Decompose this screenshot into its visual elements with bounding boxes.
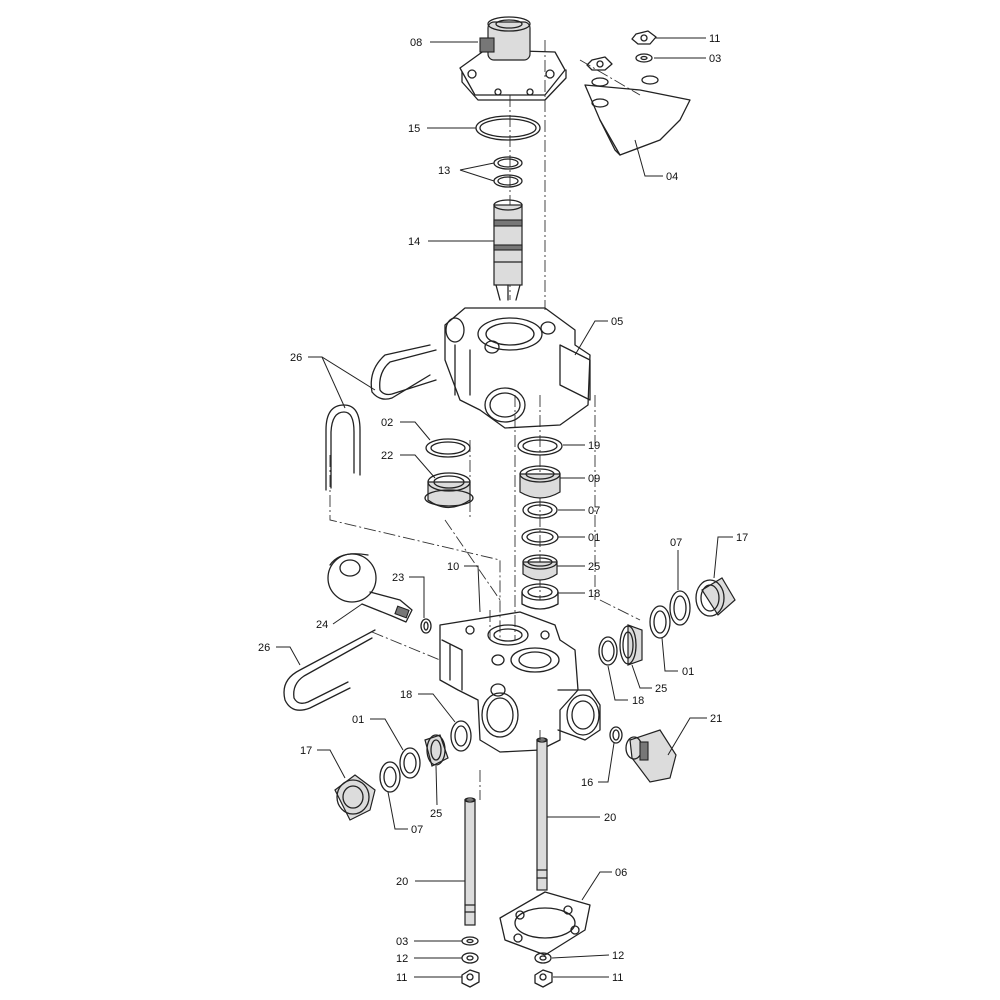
callout-15: 15 <box>408 123 420 135</box>
part-14-spool <box>493 199 523 301</box>
callout-25-left: 25 <box>430 808 442 820</box>
part-18-ring-center <box>521 583 559 610</box>
part-23-o-ring <box>420 618 432 634</box>
part-22-seat <box>424 472 474 509</box>
callout-02: 02 <box>381 417 393 429</box>
callout-22: 22 <box>381 450 393 462</box>
part-16-o-ring <box>609 726 623 744</box>
callout-26-top: 26 <box>290 352 302 364</box>
callout-14: 14 <box>408 236 420 248</box>
part-25-seat-right <box>619 624 643 666</box>
part-12-washer-bottom-left <box>461 952 479 964</box>
leader-lines <box>276 37 733 978</box>
part-03-washer-top-right <box>635 53 659 85</box>
callout-20-right: 20 <box>604 812 616 824</box>
callout-07-left: 07 <box>411 824 423 836</box>
part-15-o-ring <box>475 115 541 141</box>
part-07-ring-right <box>669 590 691 626</box>
assembly-axes <box>329 40 641 800</box>
part-10-lower-valve-body <box>439 611 579 753</box>
callout-23: 23 <box>392 572 404 584</box>
callout-25-right: 25 <box>655 683 667 695</box>
callout-12-bottom-left: 12 <box>396 953 408 965</box>
callout-26-low: 26 <box>258 642 270 654</box>
part-03-washer-bottom-left <box>461 936 479 946</box>
part-07-ring-center <box>522 501 558 519</box>
part-17-fitting-left <box>334 774 376 821</box>
callout-11-top-right: 11 <box>709 33 720 45</box>
callout-05: 05 <box>611 316 623 328</box>
part-26-u-clip-low <box>283 629 376 711</box>
part-19-o-ring <box>517 436 563 456</box>
callout-01-left: 01 <box>352 714 364 726</box>
part-09-seat <box>519 465 561 499</box>
callout-25-center: 25 <box>588 561 600 573</box>
callout-18-center: 18 <box>588 588 600 600</box>
part-21-fitting <box>625 729 677 783</box>
callout-18-left: 18 <box>400 689 412 701</box>
part-20-tie-rod-left <box>464 797 476 926</box>
part-13-o-rings <box>493 156 523 188</box>
callout-08-top: 08 <box>410 37 422 49</box>
part-07-ring-left <box>379 761 401 793</box>
part-25-seat-center <box>522 554 558 581</box>
part-24-ball-handle <box>327 553 413 623</box>
part-02-o-ring <box>425 438 471 458</box>
callout-13: 13 <box>438 165 450 177</box>
part-17-fitting-right <box>695 577 736 617</box>
part-06-bottom-plate <box>499 891 591 956</box>
callout-11-bottom-right: 11 <box>612 972 623 984</box>
callout-09: 09 <box>588 473 600 485</box>
part-01-ring-right <box>649 605 671 639</box>
part-18-ring-left <box>450 720 472 752</box>
part-04-bracket <box>584 56 691 156</box>
callout-12-bottom-right: 12 <box>612 950 624 962</box>
callout-17-right: 17 <box>736 532 748 544</box>
callout-21: 21 <box>710 713 722 725</box>
callout-06: 06 <box>615 867 627 879</box>
part-11-nut-bottom-left <box>461 969 480 988</box>
callout-17-left: 17 <box>300 745 312 757</box>
part-11-nut-top-right <box>631 30 657 45</box>
callout-19: 19 <box>588 440 600 452</box>
callout-24: 24 <box>316 619 328 631</box>
callout-03-top-right: 03 <box>709 53 721 65</box>
part-18-ring-right <box>598 636 618 666</box>
callout-07-center: 07 <box>588 505 600 517</box>
callout-04: 04 <box>666 171 678 183</box>
part-11-nut-bottom-right <box>534 969 553 988</box>
callout-18-right: 18 <box>632 695 644 707</box>
callout-20-left: 20 <box>396 876 408 888</box>
part-20-tie-rod-right <box>536 737 548 891</box>
part-01-ring-left <box>399 747 421 779</box>
callout-10: 10 <box>447 561 459 573</box>
callout-16: 16 <box>581 777 593 789</box>
callout-03-bottom-left: 03 <box>396 936 408 948</box>
callout-07-right: 07 <box>670 537 682 549</box>
part-12-washer-bottom-right <box>534 952 552 964</box>
callout-01-center: 01 <box>588 532 600 544</box>
part-08-top-cap <box>459 16 567 101</box>
callout-11-bottom-left: 11 <box>396 972 407 984</box>
part-25-seat-left <box>424 734 449 767</box>
callout-labels: 08 11 03 04 15 13 14 05 26 02 19 22 09 0… <box>258 33 748 984</box>
callout-01-right: 01 <box>682 666 694 678</box>
part-21-side-port <box>557 689 601 741</box>
part-05-valve-body <box>444 307 591 429</box>
